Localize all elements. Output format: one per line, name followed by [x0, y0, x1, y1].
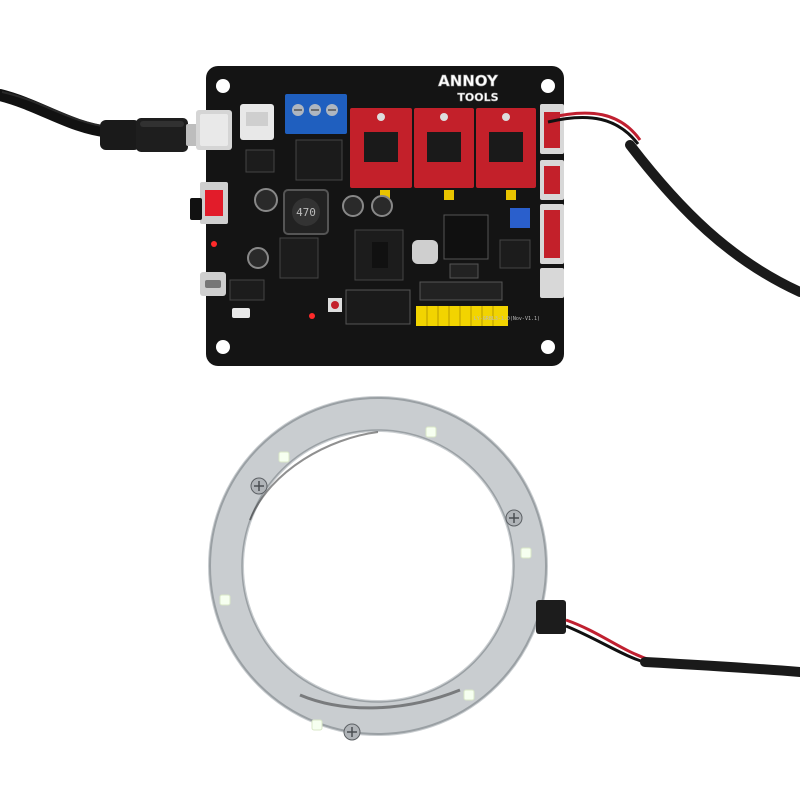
mount-hole [541, 79, 555, 93]
pin-header [345, 289, 411, 325]
potentiometer [510, 208, 530, 228]
mount-hole [216, 340, 230, 354]
pin-header [419, 281, 503, 301]
led-ring-led [311, 719, 323, 731]
ring-screw [343, 723, 361, 741]
ring-connector [536, 600, 566, 634]
mount-hole [541, 340, 555, 354]
ring-cable [565, 618, 800, 677]
stepper-driver [476, 108, 536, 188]
board-cable [547, 111, 800, 297]
mount-hole [216, 79, 230, 93]
inductor-marking: 470 [296, 206, 316, 219]
side-connector [540, 268, 564, 298]
led-ring-led [463, 689, 475, 701]
led-ring-led [425, 426, 437, 438]
brand-logo: ANNOY TOOLS [438, 72, 500, 105]
led-ring [208, 396, 566, 741]
crystal [412, 240, 438, 264]
microcontroller [443, 214, 489, 260]
svg-text:TOOLS: TOOLS [457, 91, 498, 104]
power-cable [0, 89, 202, 152]
stepper-driver [350, 108, 412, 188]
capacitor [342, 195, 364, 217]
svg-text:ANNOY: ANNOY [438, 72, 499, 90]
status-led [211, 241, 217, 247]
stepper-driver [414, 108, 474, 188]
ring-screw [505, 509, 523, 527]
led-ring-led [520, 547, 532, 559]
yellow-header [416, 306, 508, 326]
capacitor [254, 188, 278, 212]
silk-version: LY-GRBL3-1.0(Nov-V1.1) [474, 316, 540, 322]
capacitor [247, 247, 269, 269]
status-led [309, 313, 315, 319]
led-ring-led [278, 451, 290, 463]
regulator [295, 139, 343, 181]
ring-screw [250, 477, 268, 495]
capacitor [371, 195, 393, 217]
led-ring-led [219, 594, 231, 606]
controller-board: 470 [190, 66, 564, 366]
